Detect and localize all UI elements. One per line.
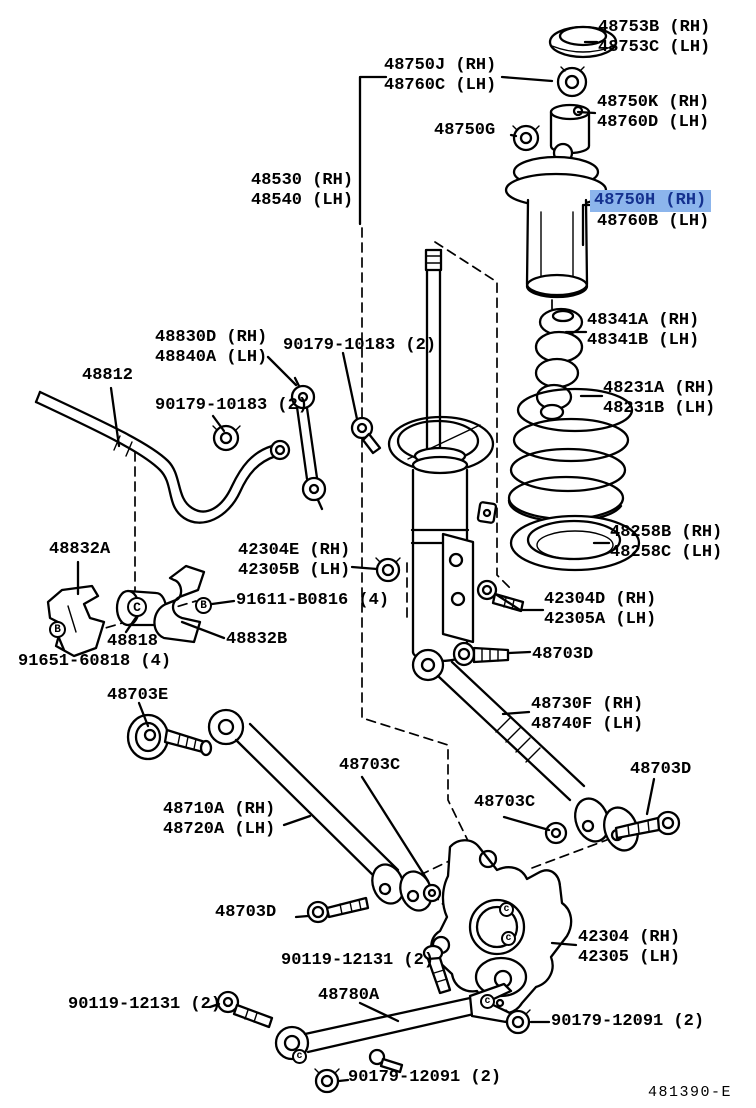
circled-letter-b-marker: B (195, 597, 212, 614)
link-bolt-illustration (350, 416, 382, 455)
part-label-48710a[interactable]: 48710A (RH)48720A (LH) (163, 800, 275, 840)
part-label-48832b[interactable]: 48832B (226, 630, 288, 649)
part-label-48830[interactable]: 48830D (RH)48840A (LH) (155, 328, 267, 368)
part-number: 48231A (RH) (603, 379, 716, 398)
part-label-42304[interactable]: 42304 (RH)42305 (LH) (578, 928, 680, 968)
part-label-90119-center[interactable]: 90119-12131 (2) (281, 951, 435, 970)
strut-illustration (387, 248, 498, 663)
part-label-48812[interactable]: 48812 (82, 366, 134, 385)
part-label-48750j[interactable]: 48750J (RH)48760C (LH) (384, 56, 496, 96)
part-number: 48740F (LH) (531, 715, 644, 734)
part-number: 48258B (RH) (610, 523, 723, 542)
part-label-48818[interactable]: 48818 (107, 632, 159, 651)
part-label-48750h-selected[interactable]: 48750H (RH) 48760B (LH) (590, 190, 712, 232)
part-number: 48710A (RH) (163, 800, 276, 819)
nut-90179-right-illustration (505, 1009, 531, 1035)
part-label-90179-12091-right[interactable]: 90179-12091 (2) (551, 1012, 705, 1031)
arm-48730f-illustration (411, 648, 639, 852)
part-label-48753[interactable]: 48753B (RH)48753C (LH) (598, 18, 710, 58)
arm-48780a-illustration (274, 982, 514, 1061)
part-number: 48760B (LH) (597, 212, 710, 231)
circled-letter-c-marker: C (127, 597, 147, 617)
part-number: 48753C (LH) (598, 38, 711, 57)
part-label-90179-10183-a[interactable]: 90179-10183 (2) (283, 336, 437, 355)
figure-code: 481390-E (648, 1084, 733, 1101)
part-number: 48760C (LH) (384, 76, 497, 95)
part-label-90179-12091-bottom[interactable]: 90179-12091 (2) (348, 1068, 502, 1087)
circled-letter-b-marker: B (49, 621, 66, 638)
part-number: 42304E (RH) (238, 541, 351, 560)
support-nut-illustration (556, 66, 588, 98)
part-label-48703c-left[interactable]: 48703C (339, 756, 401, 775)
part-number: 42305 (LH) (578, 948, 681, 967)
part-number: 48540 (LH) (251, 191, 354, 210)
part-label-48231[interactable]: 48231A (RH)48231B (LH) (603, 379, 715, 419)
nut-90179-bottom-illustration (314, 1068, 340, 1094)
part-number: 48750K (RH) (597, 93, 710, 112)
part-number: 48760D (LH) (597, 113, 710, 132)
part-label-90179-10183-b[interactable]: 90179-10183 (2) (155, 396, 309, 415)
highlighted-part-number: 48750H (RH) (590, 190, 712, 212)
arm-48710a-illustration (207, 708, 442, 912)
knuckle-illustration (430, 839, 573, 1015)
bolt-48703d-upper-illustration (452, 641, 510, 667)
part-label-91651[interactable]: 91651-60818 (4) (18, 652, 172, 671)
part-label-48832a[interactable]: 48832A (49, 540, 111, 559)
part-number: 48258C (LH) (610, 543, 723, 562)
part-label-48730f[interactable]: 48730F (RH)48740F (LH) (531, 695, 643, 735)
part-label-48750k[interactable]: 48750K (RH)48760D (LH) (597, 93, 709, 133)
part-number: 48753B (RH) (598, 18, 711, 37)
nut-48750g-illustration (512, 124, 540, 152)
part-number: 48830D (RH) (155, 328, 268, 347)
bolt-48703d-right-illustration (614, 810, 681, 840)
bolt-48703d-bottom-illustration (306, 896, 370, 924)
part-label-48703d-right[interactable]: 48703D (630, 760, 692, 779)
part-label-48703d-upper[interactable]: 48703D (532, 645, 594, 664)
bolt-90119-left-illustration (216, 990, 274, 1029)
circled-letter-c-marker: c (501, 931, 516, 946)
link-nut-illustration (212, 424, 241, 452)
cam-bolt-48703e-illustration (126, 713, 213, 761)
part-number: 42305B (LH) (238, 561, 351, 580)
part-label-48703e[interactable]: 48703E (107, 686, 169, 705)
part-label-42304d[interactable]: 42304D (RH)42305A (LH) (544, 590, 656, 630)
stabilizer-bar-illustration (34, 390, 291, 524)
part-label-48341[interactable]: 48341A (RH)48341B (LH) (587, 311, 699, 351)
support-cap-illustration (548, 25, 618, 59)
part-label-48780a[interactable]: 48780A (318, 986, 380, 1005)
part-label-48703c-center[interactable]: 48703C (474, 793, 536, 812)
part-number: 48530 (RH) (251, 171, 354, 190)
part-number: 48750J (RH) (384, 56, 497, 75)
part-number: 48341B (LH) (587, 331, 700, 350)
circled-letter-c-marker: c (480, 994, 495, 1009)
circled-letter-c-marker: c (499, 902, 514, 917)
bump-stop-illustration (534, 307, 584, 421)
part-label-48750g[interactable]: 48750G (434, 121, 496, 140)
part-label-90119-left[interactable]: 90119-12131 (2) (68, 995, 222, 1014)
part-label-48530[interactable]: 48530 (RH)48540 (LH) (251, 171, 353, 211)
part-label-91611[interactable]: 91611-B0816 (4) (236, 591, 390, 610)
clamp-48832b-illustration (153, 564, 206, 644)
leader-lines (57, 40, 656, 1083)
nut-42304e-illustration (375, 557, 401, 583)
part-number: 48231B (LH) (603, 399, 716, 418)
part-number: 42304D (RH) (544, 590, 657, 609)
part-label-42304e[interactable]: 42304E (RH)42305B (LH) (238, 541, 350, 581)
part-number: 42304 (RH) (578, 928, 681, 947)
part-number: 42305A (LH) (544, 610, 657, 629)
support-boot-illustration (504, 142, 608, 299)
part-number: 48720A (LH) (163, 820, 276, 839)
part-number: 48730F (RH) (531, 695, 644, 714)
circled-letter-c-marker: c (292, 1049, 307, 1064)
part-label-48258[interactable]: 48258B (RH)48258C (LH) (610, 523, 722, 563)
stabilizer-link-illustration (290, 376, 327, 511)
part-label-48703d-bottom[interactable]: 48703D (215, 903, 277, 922)
bolt-90119-center-illustration (422, 944, 452, 995)
part-number: 48341A (RH) (587, 311, 700, 330)
spring-seat-illustration (509, 514, 641, 572)
small-bolt-bottom-illustration (368, 1048, 404, 1074)
part-number: 48840A (LH) (155, 348, 268, 367)
